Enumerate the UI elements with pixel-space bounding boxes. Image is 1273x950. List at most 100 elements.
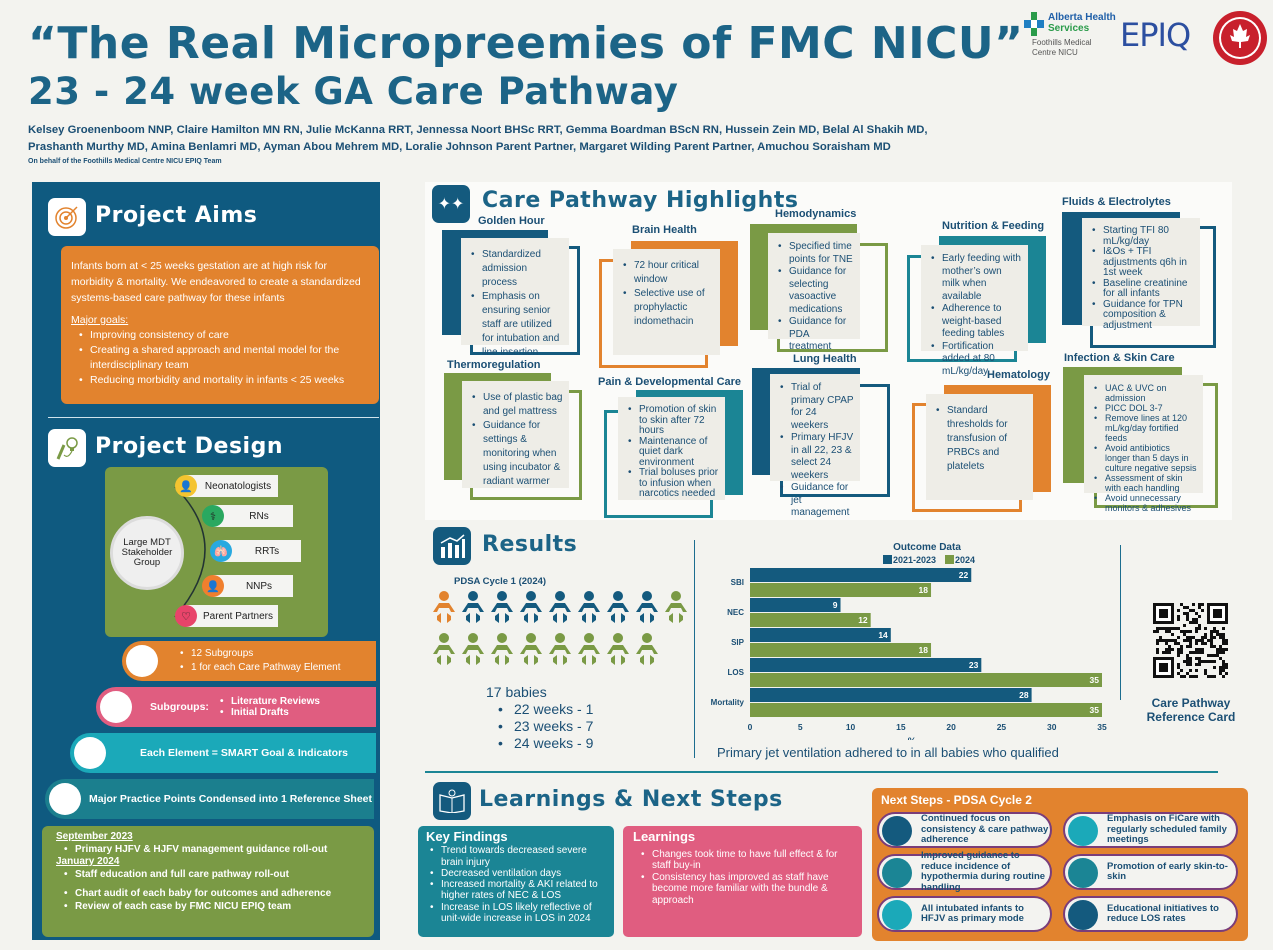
card-title: Infection & Skin Care — [1064, 352, 1175, 364]
band-circle — [100, 691, 132, 723]
data-label: 35 — [1090, 705, 1100, 715]
results-heading: Results — [482, 532, 578, 557]
baby-icon — [636, 633, 658, 665]
timeline-item: Chart audit of each baby for outcomes an… — [64, 888, 360, 901]
bar — [750, 658, 982, 672]
card-item: Baseline creatinine for all infants — [1092, 278, 1194, 300]
learnings-box: Learnings Changes took time to have full… — [623, 826, 862, 937]
next-steps-title: Next Steps - PDSA Cycle 2 — [881, 793, 1032, 807]
card-item: Guidance for TPN composition & adjustmen… — [1092, 299, 1194, 332]
authors-line-1: Kelsey Groenenboom NNP, Claire Hamilton … — [28, 124, 928, 136]
goal-item: Reducing morbidity and mortality in infa… — [79, 373, 369, 388]
card-item: Use of plastic bag and gel mattress — [472, 391, 563, 419]
card-body: Trial of primary CPAP for 24 weekersPrim… — [770, 374, 860, 518]
ahs-name-2: Services — [1048, 23, 1090, 34]
category-label: LOS — [728, 668, 745, 677]
group-rns: RNs — [213, 505, 293, 527]
band-circle — [74, 737, 106, 769]
tick-label: 25 — [997, 722, 1007, 732]
group-label: RNs — [249, 510, 269, 522]
learning-item: Consistency has improved as staff have b… — [641, 872, 852, 907]
doctor-icon: 👤 — [175, 475, 197, 497]
divider — [48, 417, 379, 418]
step-text: Promotion of early skin-to-skin — [1107, 860, 1228, 882]
baby-icon — [462, 633, 484, 665]
card-body: 72 hour critical windowSelective use of … — [613, 249, 720, 355]
card-item: Remove lines at 120 mL/kg/day fortified … — [1094, 413, 1197, 443]
group-label: RRTs — [254, 545, 280, 557]
timeline-date: September 2023 — [56, 831, 133, 842]
band-label: Subgroups: — [150, 701, 209, 713]
card-item: Adherence to weight-based feeding tables — [931, 303, 1022, 341]
step-text: Educational initiatives to reduce LOS ra… — [1107, 902, 1219, 924]
legend-label: 2021-2023 — [893, 555, 936, 565]
step-dot — [1068, 858, 1098, 888]
qr-code[interactable] — [1153, 603, 1229, 679]
data-label: 35 — [1090, 675, 1100, 685]
learnings-title: Learnings — [633, 829, 696, 844]
band-reference-sheet: Major Practice Points Condensed into 1 R… — [45, 779, 374, 819]
lightbulb-pencil-icon — [48, 429, 86, 467]
qr-finder — [1153, 603, 1174, 624]
lungs-icon: 🫁 — [210, 540, 232, 562]
divider — [1120, 545, 1121, 700]
step-text: Continued focus on consistency & care pa… — [921, 813, 1049, 846]
bar — [750, 583, 932, 597]
next-steps-box: Next Steps - PDSA Cycle 2 Continued focu… — [872, 788, 1248, 941]
sparkles-icon: ✦✦ — [432, 185, 470, 223]
card-item: Guidance for jet management — [780, 482, 854, 520]
aims-heading: Project Aims — [95, 203, 258, 228]
goal-item: Creating a shared approach and mental mo… — [79, 343, 369, 373]
step-dot — [882, 816, 912, 846]
next-step-item: Emphasis on FiCare with regularly schedu… — [1063, 812, 1238, 848]
goal-item: Improving consistency of care — [79, 328, 369, 343]
card-item: Avoid unnecessary monitors & adhesives — [1094, 493, 1197, 513]
baby-icon — [433, 591, 455, 623]
band-circle — [126, 645, 158, 677]
learnings-heading: Learnings & Next Steps — [479, 787, 783, 812]
card-title: Fluids & Electrolytes — [1062, 196, 1171, 208]
poster-subtitle: 23 - 24 week GA Care Pathway — [28, 70, 679, 113]
card-item: Specified time points for TNE — [778, 241, 854, 266]
card-item: PICC DOL 3-7 — [1094, 403, 1197, 413]
data-label: 23 — [969, 660, 979, 670]
card-item: Promotion of skin to skin after 72 hours — [628, 404, 719, 437]
bar — [750, 673, 1102, 687]
timeline-box: September 2023 Primary HJFV & HJFV manag… — [42, 826, 374, 937]
baby-icon — [462, 591, 484, 623]
band-circle — [49, 783, 81, 815]
next-step-item: Educational initiatives to reduce LOS ra… — [1063, 896, 1238, 932]
band-literature: Subgroups: Literature ReviewsInitial Dra… — [96, 687, 376, 727]
card-item: UAC & UVC on admission — [1094, 383, 1197, 403]
next-step-item: Improved guidance to reduce incidence of… — [877, 850, 1052, 893]
card-title: Brain Health — [632, 224, 697, 236]
data-label: 9 — [833, 600, 838, 610]
card-title: Pain & Developmental Care — [598, 376, 742, 388]
band-label: Each Element = SMART Goal & Indicators — [140, 747, 349, 759]
cycle-label: PDSA Cycle 1 (2024) — [454, 576, 547, 587]
band-item: Initial Drafts — [220, 707, 320, 718]
maple-leaf-seal-icon — [1213, 11, 1267, 65]
step-dot — [882, 858, 912, 888]
tick-label: 35 — [1097, 722, 1107, 732]
baby-icon — [491, 633, 513, 665]
card-item: Standardized admission process — [471, 248, 563, 290]
legend-label: 2024 — [955, 555, 975, 565]
step-dot — [1068, 816, 1098, 846]
card-body: Standardized admission processEmphasis o… — [461, 238, 569, 358]
band-smart-goal: Each Element = SMART Goal & Indicators — [70, 733, 376, 773]
step-text: Emphasis on FiCare with regularly schedu… — [1107, 813, 1227, 846]
card-title: Lung Health — [793, 353, 857, 365]
authors-line-2: Prashanth Murthy MD, Amina Benlamri MD, … — [28, 141, 891, 153]
card-item: Guidance for settings & monitoring when … — [472, 419, 563, 489]
bar — [750, 613, 871, 627]
band-item: Literature Reviews — [220, 696, 320, 707]
card-body: Specified time points for TNEGuidance fo… — [768, 233, 860, 352]
axis-label: % — [908, 736, 917, 740]
baby-icon — [665, 591, 687, 623]
epiq-logo: EPIQ — [1120, 16, 1191, 54]
bar — [750, 628, 891, 642]
step-text: Improved guidance to reduce incidence of… — [921, 850, 1046, 893]
results-caption: Primary jet ventilation adhered to in al… — [717, 745, 1059, 760]
card-body: Starting TFI 80 mL/kg/dayI&Os + TFI adju… — [1082, 218, 1200, 330]
